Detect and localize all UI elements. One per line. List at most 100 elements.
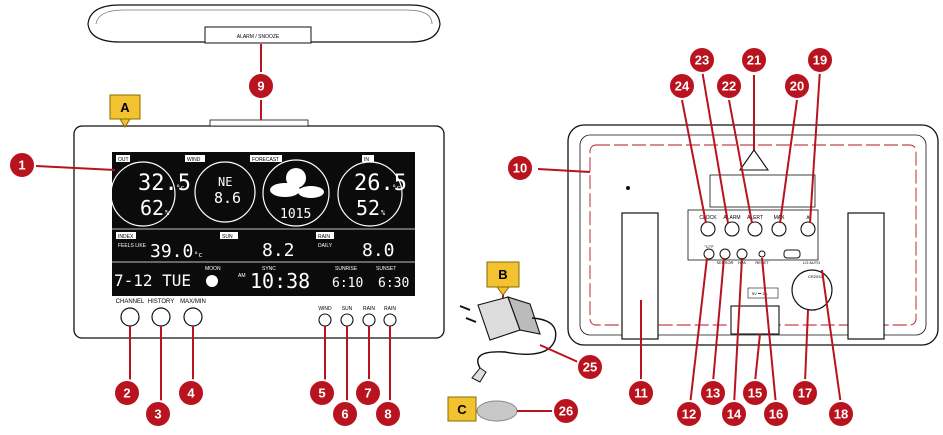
lcd-time: 10:38: [250, 269, 310, 293]
sun-button[interactable]: [340, 313, 354, 327]
callout-21-number: 21: [747, 53, 761, 68]
lcd-index-label: INDEX: [118, 234, 134, 240]
callout-14-circle: [720, 400, 748, 428]
callout-18-number: 18: [834, 407, 848, 422]
callout-20-circle: [783, 72, 811, 100]
callout-5: 5: [308, 379, 336, 407]
lcd-in-label: IN: [364, 157, 369, 163]
channel-button[interactable]: [120, 307, 140, 327]
alert-button[interactable]: [747, 221, 763, 237]
tag-c-label: C: [457, 402, 467, 417]
callout-23: 23: [688, 46, 716, 74]
callout-1-circle: [8, 151, 36, 179]
callout-20: 20: [783, 72, 811, 100]
callout-17-circle: [791, 379, 819, 407]
alert-button-label: ALERT: [747, 215, 763, 221]
lcd-wind-direction: NE: [218, 175, 232, 189]
lcd-screen: [112, 152, 415, 296]
rain-button-2-label: RAIN: [384, 306, 396, 312]
callout-11: 11: [627, 379, 655, 407]
callout-10-number: 10: [513, 161, 527, 176]
lcd-rain-label: RAIN: [318, 234, 330, 240]
callout-20-number: 20: [790, 79, 804, 94]
lcd-sun-value: 8.2: [262, 240, 295, 261]
backlight-switch-label: LO AUTO: [803, 260, 820, 265]
callout-7-circle: [354, 379, 382, 407]
lcd-sunset-label: SUNSET: [376, 266, 396, 272]
callout-24: 24: [668, 72, 696, 100]
up-button-label: ∧: [806, 215, 810, 221]
max-button[interactable]: [771, 221, 787, 237]
tag-a: A: [109, 94, 141, 128]
battery-label: CR2032: [808, 274, 823, 279]
callout-22: 22: [715, 72, 743, 100]
lcd-index-unit: °c: [194, 251, 202, 259]
tag-a-label: A: [120, 100, 130, 115]
lcd-pressure: 1015: [280, 207, 311, 222]
callout-21: 21: [740, 46, 768, 74]
callout-15-number: 15: [748, 386, 762, 401]
tag-b-label: B: [498, 267, 507, 282]
callout-9-circle: [247, 72, 275, 100]
callout-22-circle: [715, 72, 743, 100]
history-button-label: HISTORY: [148, 299, 174, 305]
lcd-sun-label: SUN: [222, 234, 233, 240]
lcd-forecast-label: FORECAST: [252, 157, 279, 163]
backlight-switch[interactable]: [783, 249, 801, 259]
battery-door[interactable]: [791, 269, 833, 311]
callout-11-number: 11: [634, 386, 648, 401]
lcd-date: 7-12 TUE: [114, 271, 191, 290]
callout-4: 4: [177, 379, 205, 407]
max-button-label: MAX: [774, 215, 786, 221]
wind-button[interactable]: [318, 313, 332, 327]
front-view: OUT 32.5 °c 62 % WIND NE 8.6 FORECAST 10…: [73, 119, 445, 339]
rain-button[interactable]: [362, 313, 376, 327]
lcd-out-humidity-unit: %: [165, 209, 170, 217]
callout-12-circle: [675, 400, 703, 428]
callout-23-circle: [688, 46, 716, 74]
sensor-button[interactable]: [719, 248, 731, 260]
tag-b: B: [486, 261, 520, 296]
callout-3: 3: [144, 400, 172, 428]
callout-16: 16: [762, 400, 790, 428]
callout-9-number: 9: [257, 79, 264, 94]
alarm-snooze-label: ALARM / SNOOZE: [237, 34, 280, 40]
callout-19-circle: [806, 46, 834, 74]
callout-5-number: 5: [318, 386, 325, 401]
callout-25-number: 25: [583, 360, 597, 375]
lcd-sunrise-time: 6:10: [332, 276, 363, 291]
callout-14: 14: [720, 400, 748, 428]
lcd-index-value: 39.0: [150, 241, 193, 262]
unit-button[interactable]: [703, 248, 715, 260]
alarm-button[interactable]: [724, 221, 740, 237]
callout-17: 17: [791, 379, 819, 407]
clock-button[interactable]: [700, 221, 716, 237]
callout-7: 7: [354, 379, 382, 407]
back-view: CLOCK ALARM ALERT MAX ∧ °C/°F SENSOR HPA…: [567, 124, 939, 346]
callout-24-circle: [668, 72, 696, 100]
power-label: 5V ⎓ 1A: [752, 291, 768, 296]
callout-4-number: 4: [187, 386, 195, 401]
rain-button-2[interactable]: [383, 313, 397, 327]
lcd-rain-sub: DAILY: [318, 243, 333, 249]
alarm-snooze-button[interactable]: [204, 26, 312, 44]
reset-button[interactable]: [758, 250, 766, 258]
lcd-in-humidity: 52: [356, 196, 380, 220]
callout-1-number: 1: [18, 158, 25, 173]
power-adapter: [459, 296, 557, 383]
lcd-rain-value: 8.0: [362, 240, 395, 261]
history-button[interactable]: [151, 307, 171, 327]
callout-3-circle: [144, 400, 172, 428]
callout-21-circle: [740, 46, 768, 74]
up-button[interactable]: [800, 221, 816, 237]
lcd-in-unit: °c: [392, 184, 400, 192]
moon-icon: [206, 275, 218, 287]
alarm-button-label: ALARM: [723, 215, 740, 221]
callout-19-number: 19: [813, 53, 827, 68]
maxmin-button[interactable]: [183, 307, 203, 327]
callout-15-circle: [741, 379, 769, 407]
hpa-button[interactable]: [736, 248, 748, 260]
sun-icon: [286, 168, 306, 188]
lcd-wind-label: WIND: [187, 157, 201, 163]
